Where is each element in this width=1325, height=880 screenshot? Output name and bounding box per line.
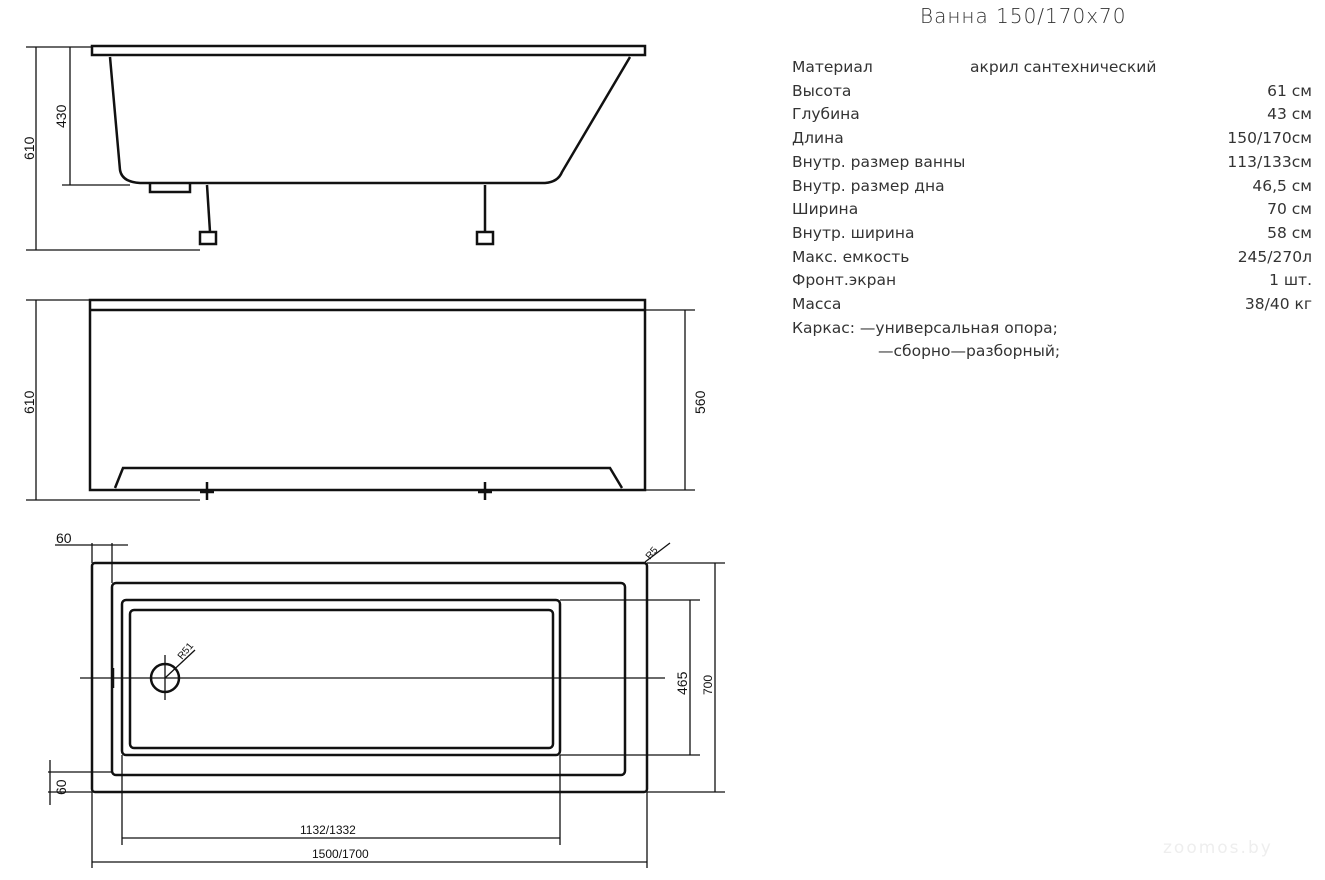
spec-value: акрил сантехнический [970, 58, 1157, 76]
spec-row: Масса 38/40 кг [792, 293, 1312, 317]
spec-label: Материал [792, 58, 873, 76]
side-rim [90, 44, 647, 57]
plan-view: 60 60 R5 R51 465 700 1132/1332 1500/1700 [48, 530, 725, 868]
inner-rim [110, 581, 627, 777]
side-view: 610 430 [21, 44, 647, 251]
spec-value: 38/40 кг [1244, 295, 1312, 314]
spec-label: Глубина [792, 105, 860, 124]
page-title: Ванна 150/170x70 [920, 4, 1127, 28]
front-view: 610 560 [21, 298, 708, 501]
spec-row: Длина 150/170см [792, 127, 1312, 151]
dim-side-depth: 430 [53, 104, 69, 128]
front-panel [88, 298, 647, 492]
spec-value: 61 см [1267, 81, 1312, 100]
spec-row: Фронт.экран 1 шт. [792, 269, 1312, 293]
spec-value: 113/133см [1227, 152, 1312, 171]
spec-row: Ширина 70 см [792, 198, 1312, 222]
spec-label: Внутр. размер ванны [792, 152, 966, 171]
spec-table: Материал акрил сантехнический Высота 61 с… [792, 56, 1312, 364]
dim-rim-top: 60 [56, 530, 72, 546]
spec-value: 46,5 см [1252, 176, 1312, 195]
leg-right [475, 185, 495, 246]
spec-row-material: Материал акрил сантехнический [792, 56, 1312, 80]
dim-outer-width: 700 [701, 675, 715, 695]
spec-label: Высота [792, 81, 852, 100]
spec-value: 245/270л [1237, 247, 1312, 266]
spec-value: 43 см [1267, 105, 1312, 124]
frame-line-2: —сборно—разборный; [878, 342, 1061, 361]
spec-label: Внутр. ширина [792, 223, 915, 242]
dim-rim-side: 60 [53, 779, 69, 795]
frame-label: Каркас: [792, 318, 855, 337]
spec-label: Ширина [792, 200, 859, 219]
spec-label: Макс. емкость [792, 247, 910, 266]
side-body [108, 56, 632, 185]
leg-left [198, 184, 218, 246]
spec-label: Масса [792, 295, 842, 314]
drain-outlet [148, 183, 192, 194]
basin-bottom [128, 608, 555, 750]
spec-row: Внутр. размер дна 46,5 см [792, 175, 1312, 199]
spec-label: Длина [792, 129, 844, 148]
spec-row: Внутр. ширина 58 см [792, 222, 1312, 246]
dim-corner-radius: R5 [644, 545, 661, 562]
spec-label: Внутр. размер дна [792, 176, 945, 195]
dim-front-panel: 560 [692, 390, 708, 414]
spec-value: 58 см [1267, 223, 1312, 242]
skirt-notch [113, 466, 624, 489]
dim-drain-radius: R51 [176, 640, 197, 661]
spec-label: Фронт.экран [792, 271, 897, 290]
dim-outer-length: 1500/1700 [312, 847, 369, 861]
spec-value: 150/170см [1227, 129, 1312, 148]
spec-row: Внутр. размер ванны 113/133см [792, 151, 1312, 175]
watermark: zoomos.by [1163, 838, 1273, 858]
dim-inner-length: 1132/1332 [300, 823, 356, 837]
dim-side-height: 610 [21, 136, 37, 160]
spec-row: Глубина 43 см [792, 103, 1312, 127]
spec-row: Высота 61 см [792, 80, 1312, 104]
front-legs [200, 482, 492, 500]
spec-value: 70 см [1267, 200, 1312, 219]
dim-front-height: 610 [21, 390, 37, 414]
dim-inner-width: 465 [674, 671, 690, 695]
frame-line-1: —универсальная опора; [859, 318, 1058, 337]
spec-value: 1 шт. [1269, 271, 1312, 290]
spec-frame: Каркас: —универсальная опора; —сборно—ра… [792, 317, 1312, 364]
spec-row: Макс. емкость 245/270л [792, 246, 1312, 270]
